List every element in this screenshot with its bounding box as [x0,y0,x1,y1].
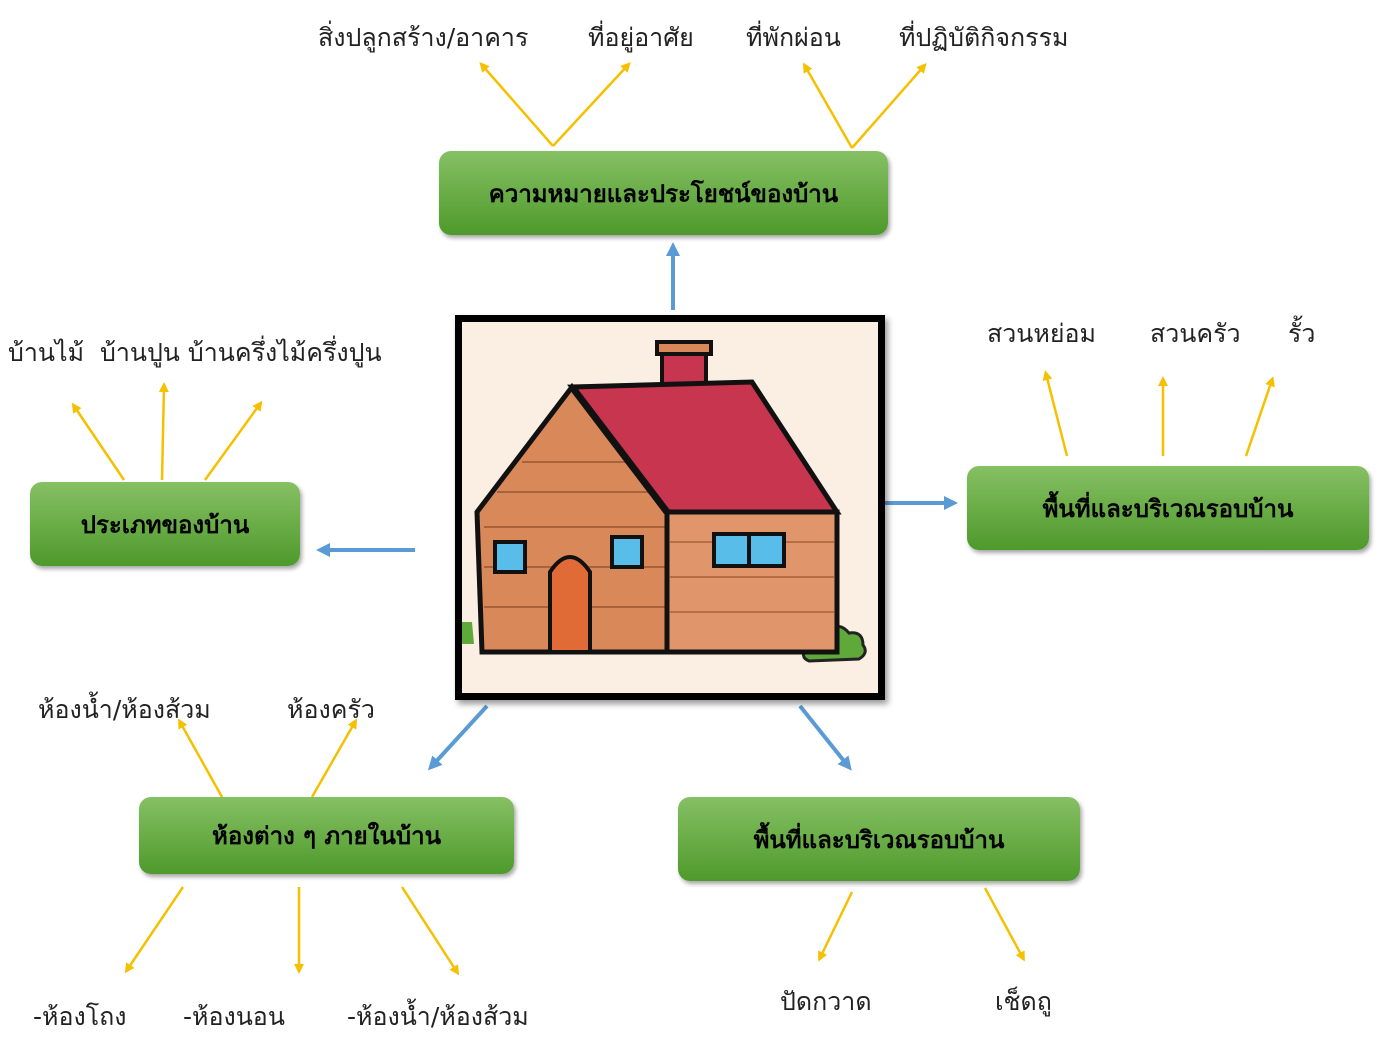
arrow-br-2 [983,887,1025,962]
arrow-right-3 [1244,376,1275,457]
arrow-to-bottom-left-box [427,704,489,771]
house-illustration [455,315,885,700]
label-fence: รั้ว [1288,319,1316,348]
box-meaning-benefits: ความหมายและประโยชน์ของบ้าน [439,151,888,235]
label-residence: ที่อยู่อาศัย [588,23,694,52]
box-surrounding-area-right: พื้นที่และบริเวณรอบบ้าน [967,466,1369,550]
arrow-br-1 [818,891,854,962]
box-surrounding-area-bottom-label: พื้นที่และบริเวณรอบบ้าน [753,825,1005,854]
label-kitchen: ห้องครัว [287,695,375,724]
arrow-left-1 [71,402,126,481]
label-activity-place: ที่ปฏิบัติกิจกรรม [899,23,1069,52]
box-house-types: ประเภทของบ้าน [30,482,300,566]
label-hall: -ห้องโถง [33,1002,127,1031]
arrow-right-1 [1042,370,1069,457]
arrow-left-3 [203,400,263,481]
label-kitchen-garden: สวนครัว [1150,319,1241,348]
box-meaning-benefits-label: ความหมายและประโยชน์ของบ้าน [488,179,839,208]
arrow-bl-top-1 [178,718,224,798]
label-bathroom-2: -ห้องน้ำ/ห้องส้วม [347,1002,529,1031]
arrow-to-bottom-right-box [798,704,852,771]
box-surrounding-area-bottom: พื้นที่และบริเวณรอบบ้าน [678,797,1080,881]
arrow-top-1 [479,61,554,147]
box-surrounding-area-right-label: พื้นที่และบริเวณรอบบ้าน [1042,494,1294,523]
arrow-bl-bottom-3 [400,886,460,976]
arrow-bl-bottom-1 [124,886,185,974]
arrow-top-4 [851,62,927,149]
box-rooms-label: ห้องต่าง ๆ ภายในบ้าน [212,822,441,850]
label-sweep: ปัดกวาด [780,987,872,1016]
label-mop: เช็ดถู [995,987,1052,1016]
box-house-types-label: ประเภทของบ้าน [80,510,250,539]
label-house-types-list: บ้านไม้ บ้านปูน บ้านครึ่งไม้ครึ่งปูน [8,338,382,367]
arrow-top-3 [803,62,854,149]
label-bedroom: -ห้องนอน [183,1002,285,1031]
arrow-bl-top-2 [310,718,357,798]
box-rooms: ห้องต่าง ๆ ภายในบ้าน [139,797,514,874]
label-rock-garden: สวนหย่อม [987,319,1097,348]
label-bathroom: ห้องน้ำ/ห้องส้วม [38,695,211,724]
house-drawing [462,340,867,663]
label-building: สิ่งปลูกสร้าง/อาคาร [318,23,529,52]
arrow-left-2 [158,382,169,481]
label-rest-place: ที่พักผ่อน [746,23,841,52]
arrow-top-2 [552,62,631,147]
